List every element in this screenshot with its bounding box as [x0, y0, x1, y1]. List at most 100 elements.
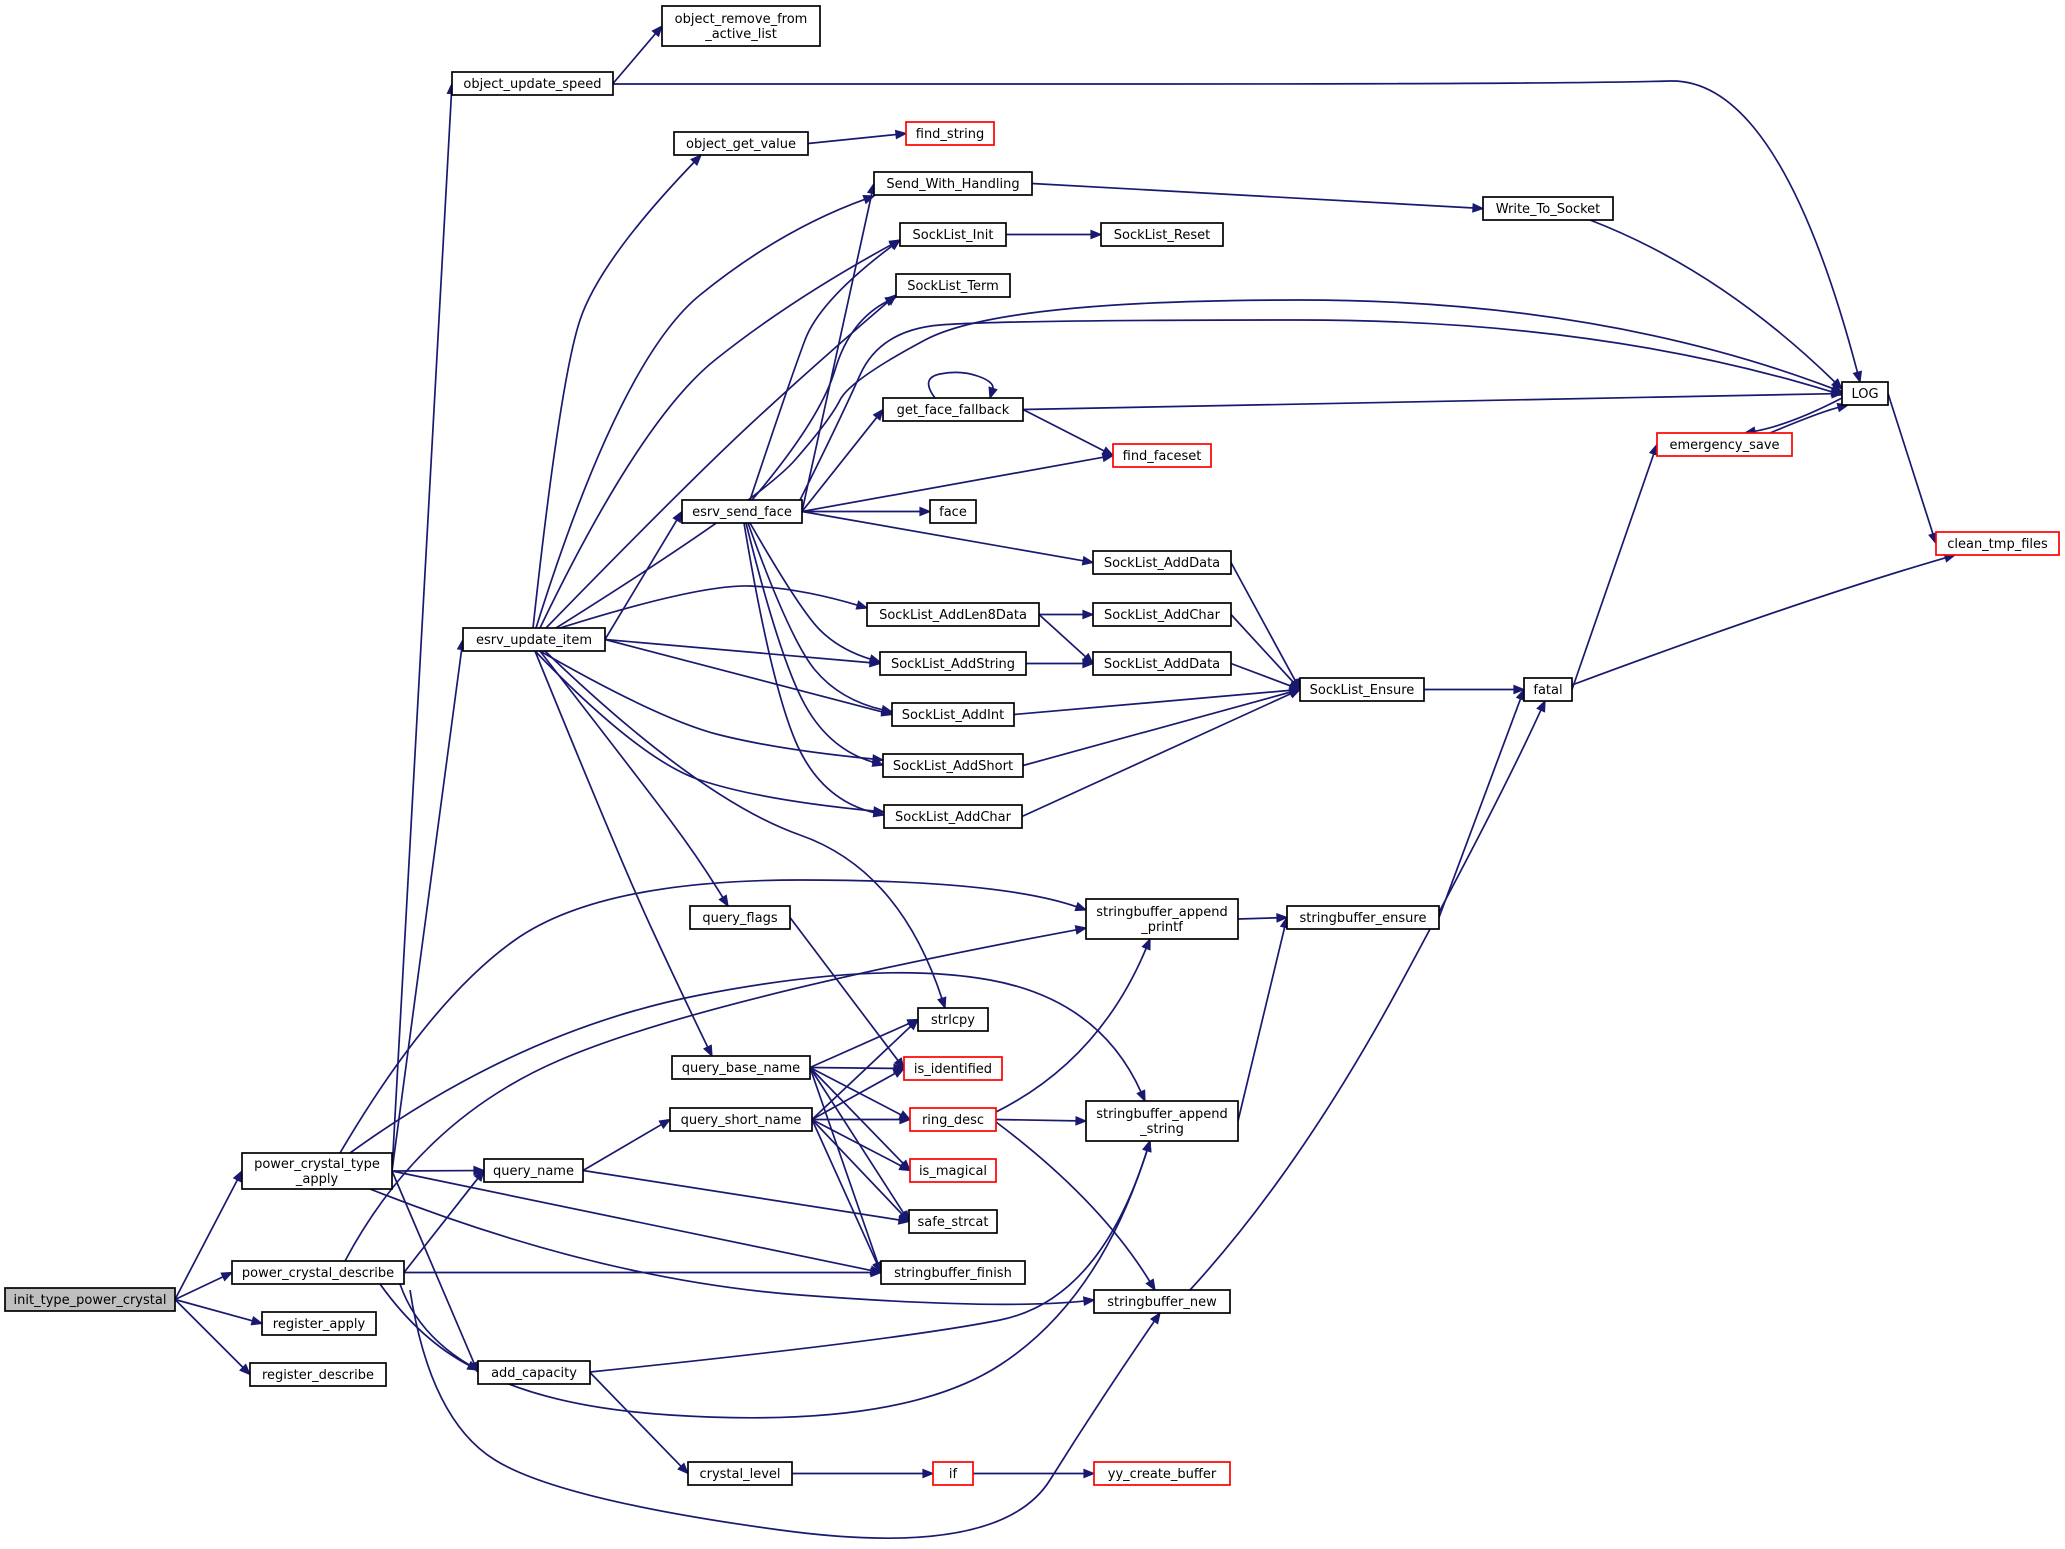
- node-box[interactable]: [1523, 677, 1573, 702]
- node-box[interactable]: [1092, 602, 1232, 627]
- node-box[interactable]: [1482, 196, 1614, 221]
- node-box[interactable]: [483, 1158, 584, 1183]
- function-node[interactable]: SockList_AddString: [879, 651, 1027, 676]
- node-box[interactable]: [866, 602, 1040, 627]
- function-node[interactable]: fatal: [1523, 677, 1573, 702]
- function-node[interactable]: power_crystal_type_apply: [241, 1152, 393, 1190]
- node-box[interactable]: [231, 1260, 405, 1285]
- node-box[interactable]: [689, 905, 791, 930]
- node-box[interactable]: [1299, 677, 1425, 702]
- node-box[interactable]: [1085, 898, 1239, 940]
- function-node[interactable]: Write_To_Socket: [1482, 196, 1614, 221]
- node-box[interactable]: [880, 1260, 1026, 1285]
- node-box[interactable]: [4, 1287, 176, 1312]
- node-box[interactable]: [1092, 651, 1232, 676]
- function-node[interactable]: stringbuffer_finish: [880, 1260, 1026, 1285]
- function-node[interactable]: SockList_Term: [895, 273, 1011, 298]
- function-node[interactable]: SockList_AddShort: [882, 753, 1024, 778]
- node-box[interactable]: [891, 702, 1015, 727]
- node-box[interactable]: [671, 1055, 811, 1080]
- node-box[interactable]: [669, 1107, 813, 1132]
- function-node[interactable]: find_string: [905, 121, 995, 146]
- function-node[interactable]: query_flags: [689, 905, 791, 930]
- node-box[interactable]: [899, 222, 1007, 247]
- node-box[interactable]: [1085, 1100, 1239, 1142]
- function-node[interactable]: stringbuffer_new: [1093, 1289, 1231, 1314]
- function-node[interactable]: query_short_name: [669, 1107, 813, 1132]
- function-node[interactable]: object_get_value: [673, 131, 809, 156]
- function-node[interactable]: SockList_AddChar: [1092, 602, 1232, 627]
- node-box[interactable]: [882, 397, 1024, 422]
- node-box[interactable]: [895, 273, 1011, 298]
- node-box[interactable]: [1286, 905, 1440, 930]
- node-box[interactable]: [929, 499, 977, 524]
- node-box[interactable]: [1093, 1289, 1231, 1314]
- function-node[interactable]: stringbuffer_append_printf: [1085, 898, 1239, 940]
- function-node[interactable]: is_identified: [903, 1056, 1003, 1081]
- function-node[interactable]: SockList_AddChar: [883, 804, 1023, 829]
- node-box[interactable]: [1100, 222, 1224, 247]
- node-box[interactable]: [908, 1209, 998, 1234]
- node-box[interactable]: [917, 1007, 989, 1032]
- node-box[interactable]: [1093, 1461, 1231, 1486]
- function-node[interactable]: esrv_send_face: [681, 499, 803, 524]
- node-box[interactable]: [909, 1107, 997, 1132]
- node-box[interactable]: [451, 71, 614, 96]
- node-box[interactable]: [1935, 531, 2060, 556]
- node-box[interactable]: [1112, 443, 1212, 468]
- function-node[interactable]: query_base_name: [671, 1055, 811, 1080]
- node-box[interactable]: [661, 5, 821, 47]
- function-node[interactable]: register_apply: [261, 1311, 377, 1336]
- function-node[interactable]: SockList_Ensure: [1299, 677, 1425, 702]
- node-box[interactable]: [1841, 381, 1889, 406]
- node-box[interactable]: [687, 1461, 793, 1486]
- node-box[interactable]: [249, 1362, 387, 1387]
- function-node[interactable]: query_name: [483, 1158, 584, 1183]
- function-node[interactable]: strlcpy: [917, 1007, 989, 1032]
- function-node[interactable]: Send_With_Handling: [873, 171, 1033, 196]
- node-box[interactable]: [241, 1152, 393, 1190]
- function-node[interactable]: SockList_Reset: [1100, 222, 1224, 247]
- function-node[interactable]: emergency_save: [1656, 432, 1793, 457]
- node-box[interactable]: [1092, 550, 1232, 575]
- function-node[interactable]: SockList_Init: [899, 222, 1007, 247]
- node-box[interactable]: [1656, 432, 1793, 457]
- function-node[interactable]: get_face_fallback: [882, 397, 1024, 422]
- node-box[interactable]: [882, 753, 1024, 778]
- function-node[interactable]: SockList_AddInt: [891, 702, 1015, 727]
- function-node[interactable]: esrv_update_item: [462, 627, 606, 652]
- function-node[interactable]: ring_desc: [909, 1107, 997, 1132]
- node-box[interactable]: [932, 1461, 974, 1486]
- node-box[interactable]: [909, 1158, 997, 1183]
- node-box[interactable]: [879, 651, 1027, 676]
- function-node[interactable]: clean_tmp_files: [1935, 531, 2060, 556]
- function-node[interactable]: safe_strcat: [908, 1209, 998, 1234]
- function-node[interactable]: add_capacity: [477, 1360, 591, 1385]
- function-node[interactable]: SockList_AddData: [1092, 651, 1232, 676]
- node-box[interactable]: [681, 499, 803, 524]
- function-node[interactable]: stringbuffer_ensure: [1286, 905, 1440, 930]
- function-node[interactable]: init_type_power_crystal: [4, 1287, 176, 1312]
- function-node[interactable]: object_update_speed: [451, 71, 614, 96]
- function-node[interactable]: is_magical: [909, 1158, 997, 1183]
- function-node[interactable]: register_describe: [249, 1362, 387, 1387]
- function-node[interactable]: if: [932, 1461, 974, 1486]
- node-box[interactable]: [883, 804, 1023, 829]
- function-node[interactable]: power_crystal_describe: [231, 1260, 405, 1285]
- node-box[interactable]: [477, 1360, 591, 1385]
- function-node[interactable]: yy_create_buffer: [1093, 1461, 1231, 1486]
- node-box[interactable]: [462, 627, 606, 652]
- function-node[interactable]: LOG: [1841, 381, 1889, 406]
- function-node[interactable]: stringbuffer_append_string: [1085, 1100, 1239, 1142]
- function-node[interactable]: crystal_level: [687, 1461, 793, 1486]
- function-node[interactable]: find_faceset: [1112, 443, 1212, 468]
- node-box[interactable]: [673, 131, 809, 156]
- function-node[interactable]: SockList_AddData: [1092, 550, 1232, 575]
- node-box[interactable]: [903, 1056, 1003, 1081]
- node-box[interactable]: [261, 1311, 377, 1336]
- function-node[interactable]: object_remove_from_active_list: [661, 5, 821, 47]
- function-node[interactable]: face: [929, 499, 977, 524]
- function-node[interactable]: SockList_AddLen8Data: [866, 602, 1040, 627]
- node-box[interactable]: [905, 121, 995, 146]
- node-box[interactable]: [873, 171, 1033, 196]
